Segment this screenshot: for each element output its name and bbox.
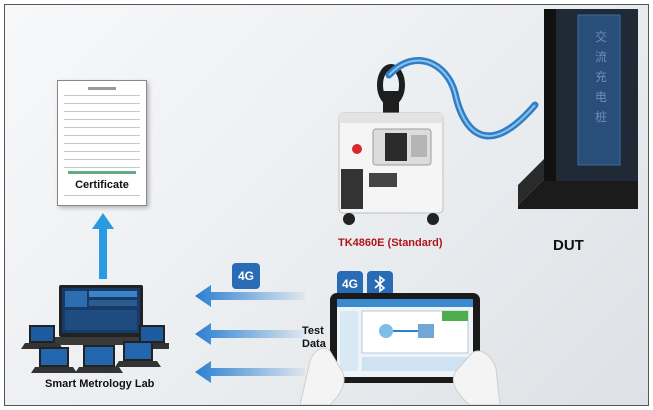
certificate-label: Certificate	[75, 179, 129, 191]
data-arrow-middle-icon	[195, 323, 305, 345]
4g-badge-left-icon: 4G	[232, 263, 260, 289]
test-data-label: Test Data	[302, 325, 326, 351]
test-data-label-line1: Test	[302, 325, 324, 337]
4g-badge-left-label: 4G	[237, 269, 254, 283]
charging-pile-text: 交流充电桩	[595, 30, 608, 124]
upload-arrow-icon	[92, 213, 114, 279]
certificate-document: Certificate	[57, 80, 147, 206]
lab-label: Smart Metrology Lab	[45, 378, 155, 390]
4g-badge-right-label: 4G	[341, 277, 358, 291]
4g-badge-right-icon: 4G	[337, 271, 363, 297]
charging-cable-illustration	[385, 56, 539, 140]
laptop-cluster-illustration	[21, 285, 169, 373]
diagram-frame: Certificate Smart Metrology Lab	[4, 4, 649, 406]
tablet-illustration	[300, 293, 500, 405]
charging-pile-illustration	[518, 9, 638, 209]
bluetooth-icon	[367, 271, 393, 297]
data-arrow-bottom-icon	[195, 361, 305, 383]
device-label: TK4860E (Standard)	[338, 237, 443, 249]
tk4860e-device-illustration	[338, 64, 444, 225]
test-data-label-line2: Data	[302, 338, 326, 350]
dut-label: DUT	[553, 237, 584, 254]
data-arrow-top-icon	[195, 285, 305, 307]
